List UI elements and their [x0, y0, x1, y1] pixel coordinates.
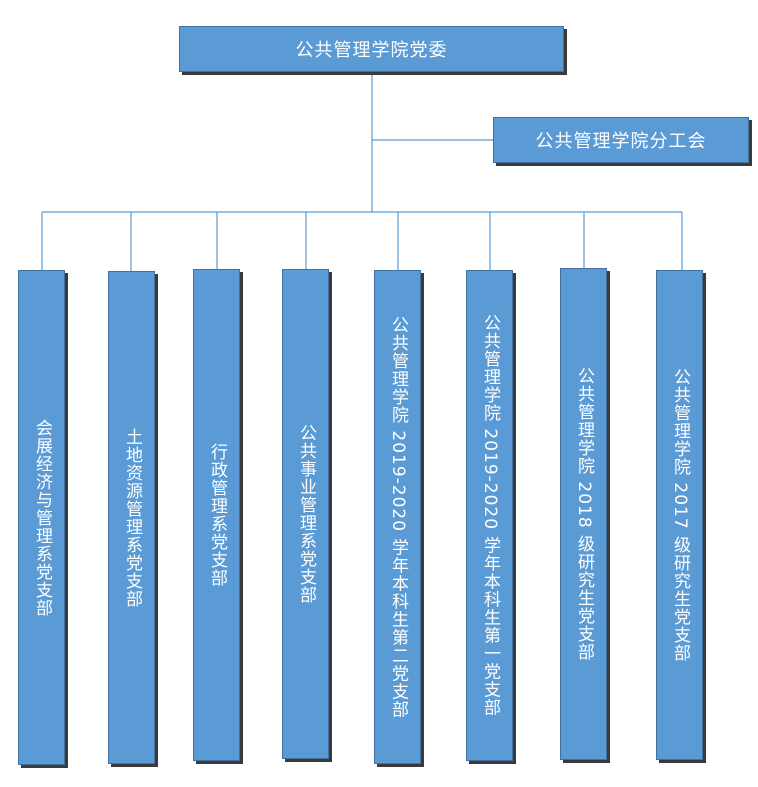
branch-node-5-label: 公共管理学院 2019-2020 学年本科生第二党支部: [388, 315, 408, 719]
branch-node-4: 公共事业管理系党支部: [282, 269, 329, 759]
branch-node-7-label: 公共管理学院 2018 级研究生党支部: [574, 366, 594, 662]
branch-node-6: 公共管理学院 2019-2020 学年本科生第一党支部: [466, 270, 513, 761]
branch-node-4-label: 公共事业管理系党支部: [296, 424, 316, 604]
branch-node-8: 公共管理学院 2017 级研究生党支部: [656, 270, 703, 760]
branch-node-3: 行政管理系党支部: [193, 269, 240, 761]
branch-node-3-label: 行政管理系党支部: [207, 443, 227, 587]
branch-node-2-label: 土地资源管理系党支部: [122, 427, 142, 608]
top-node: 公共管理学院党委: [179, 26, 564, 72]
branch-node-2: 土地资源管理系党支部: [108, 271, 155, 764]
top-node-label: 公共管理学院党委: [295, 40, 448, 61]
branch-node-1-label: 会展经济与管理系党支部: [32, 418, 52, 617]
side-node-label: 公共管理学院分工会: [535, 131, 707, 152]
branch-node-1: 会展经济与管理系党支部: [18, 270, 65, 765]
branch-node-5: 公共管理学院 2019-2020 学年本科生第二党支部: [374, 270, 421, 764]
branch-node-7: 公共管理学院 2018 级研究生党支部: [560, 268, 607, 760]
branch-node-8-label: 公共管理学院 2017 级研究生党支部: [670, 367, 690, 663]
branch-node-6-label: 公共管理学院 2019-2020 学年本科生第一党支部: [480, 314, 500, 717]
side-node: 公共管理学院分工会: [493, 117, 749, 163]
